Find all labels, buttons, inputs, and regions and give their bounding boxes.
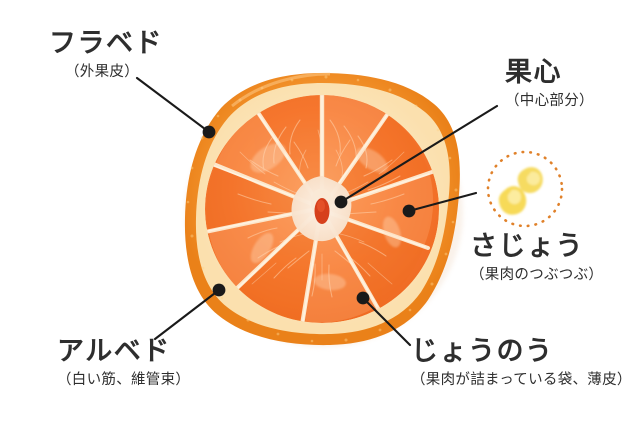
label-flavedo: フラベド （外果皮） [49,29,163,81]
label-kashin-main: 果心 [505,57,562,88]
leader-jounou [356,291,412,347]
vesicle-upper-highlight [526,171,540,186]
label-jounou-sub: （果肉が詰まっている袋、薄皮） [411,371,632,388]
peel-highlight [231,72,331,108]
leader-kashin [334,104,499,209]
label-flavedo-sub: （外果皮） [65,63,139,80]
core-center [291,176,352,242]
label-flavedo-main: フラベド [49,28,163,59]
peel-texture [186,75,458,343]
label-sajou: さじょう （果肉のつぶつぶ） [470,232,603,284]
callout-dotted-ring [486,150,564,228]
vesicle-group [498,167,543,215]
label-kashin: 果心 （中心部分） [505,58,594,110]
label-sajou-sub: （果肉のつぶつぶ） [470,266,604,283]
flesh-highlights [250,143,402,291]
label-sajou-main: さじょう [470,231,584,262]
leader-sajou [402,191,478,218]
leader-albedo [153,283,226,341]
label-jounou: じょうのう （果肉が詰まっている袋、薄皮） [411,337,632,389]
label-albedo: アルベド （白い筋、維管束） [57,337,190,389]
vesicle-lower-highlight [507,189,521,205]
label-jounou-main: じょうのう [411,336,554,367]
label-kashin-sub: （中心部分） [505,92,594,109]
label-albedo-sub: （白い筋、維管束） [57,371,191,388]
leader-flavedo [135,76,216,139]
label-albedo-main: アルベド [57,336,171,367]
